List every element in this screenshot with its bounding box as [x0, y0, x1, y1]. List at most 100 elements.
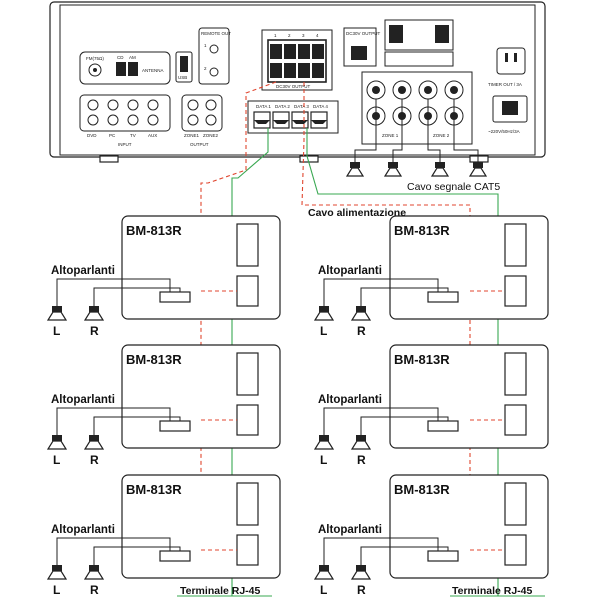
speaker-icon	[46, 306, 68, 321]
unit-port-top	[236, 223, 259, 267]
zone-speaker-icons	[345, 162, 488, 177]
power-plug-icon	[502, 101, 518, 115]
speaker-icon	[350, 306, 372, 321]
unit-port-bottom	[504, 534, 527, 566]
speaker-wire-left	[323, 407, 439, 435]
dc30v-output-panel	[343, 27, 377, 67]
usb-icon	[180, 56, 188, 72]
dc-channel-3: 3	[302, 33, 305, 38]
dc-output-connector	[351, 46, 367, 60]
output-jack-zone1: ZONE1	[184, 133, 200, 138]
input-jack-tv: TV	[130, 133, 136, 138]
fm-antenna-pin	[93, 68, 97, 72]
speaker-left-label: L	[53, 324, 60, 338]
speaker-left-label: L	[320, 324, 327, 338]
speaker-connector	[427, 550, 459, 562]
power-socket	[492, 95, 528, 123]
speaker-wire-right	[93, 287, 181, 306]
dc-terminal-screws	[270, 44, 324, 78]
fm-antenna-jack	[88, 63, 102, 77]
unit-port-bottom	[236, 534, 259, 566]
am-terminal	[128, 62, 138, 76]
speaker-connector	[159, 550, 191, 562]
speaker-wire-left	[56, 537, 171, 565]
am-label: AM	[129, 55, 136, 60]
speakers-label: Altoparlanti	[318, 394, 382, 406]
speaker-wire-left	[56, 407, 171, 435]
speaker-right-label: R	[357, 453, 366, 467]
remote-out-label: REMOTE OUT	[201, 31, 231, 36]
unit-port-top	[504, 482, 527, 526]
speakers-label: Altoparlanti	[51, 524, 115, 536]
speaker-icon	[430, 162, 450, 177]
data-label-1: DATA 1	[256, 104, 271, 109]
output-group-label: OUTPUT	[190, 142, 209, 147]
unit-port-top	[236, 482, 259, 526]
power-cable-label: Cavo alimentazione	[308, 207, 406, 219]
zone-terminal-panel	[361, 71, 473, 145]
speakers-label: Altoparlanti	[51, 265, 115, 277]
unit-port-top	[504, 352, 527, 396]
input-jacks	[87, 99, 159, 126]
speaker-icon	[83, 565, 105, 580]
input-jack-dvd: DVD	[87, 133, 97, 138]
data-port-panel	[247, 100, 339, 134]
speaker-connector	[159, 291, 191, 303]
speaker-left-label: L	[320, 453, 327, 467]
speaker-connector	[427, 291, 459, 303]
amplifier-inner-frame	[59, 4, 536, 156]
zone1-label: ZONE 1	[382, 133, 399, 138]
warning-icon-right	[435, 25, 449, 43]
speaker-icon	[345, 162, 365, 177]
input-jack-aux: AUX	[148, 133, 157, 138]
amplifier-foot-right	[469, 155, 489, 163]
dc30v-output-label: DC30V OUTPUT	[276, 84, 311, 89]
speaker-icon	[468, 162, 488, 177]
data-label-3: DATA 3	[294, 104, 309, 109]
speaker-wire-left	[323, 278, 439, 306]
warning-icon-left	[389, 25, 403, 43]
unit-port-bottom	[236, 275, 259, 307]
input-jack-panel	[79, 94, 171, 132]
speaker-left-label: L	[320, 583, 327, 597]
input-jack-pc: PC	[109, 133, 116, 138]
rj45-ports	[253, 111, 328, 129]
dc-output-label: DC30V OUTPUT	[346, 31, 381, 36]
unit-model-label: BM-813R	[394, 352, 450, 367]
speaker-right-label: R	[357, 583, 366, 597]
power-rating-label: ~220V/50Hz/3A	[488, 129, 520, 134]
unit-port-bottom	[504, 404, 527, 436]
speakers-label: Altoparlanti	[318, 265, 382, 277]
cat5-cable-label: Cavo segnale CAT5	[407, 181, 500, 193]
rj45-terminal-right-label: Terminale RJ-45	[452, 585, 532, 597]
speaker-icon	[83, 435, 105, 450]
antenna-panel	[79, 51, 171, 85]
antenna-label: ANTENNA	[142, 68, 164, 73]
speaker-right-label: R	[90, 324, 99, 338]
speaker-icon	[350, 565, 372, 580]
usb-label: USB	[178, 75, 187, 80]
amplifier-foot-left	[99, 155, 119, 163]
output-jacks	[187, 99, 217, 126]
speaker-connector	[427, 420, 459, 432]
unit-model-label: BM-813R	[394, 223, 450, 238]
dc-channel-4: 4	[316, 33, 319, 38]
speaker-icon	[313, 435, 335, 450]
speaker-icon	[83, 306, 105, 321]
unit-model-label: BM-813R	[126, 482, 182, 497]
cd-terminal	[116, 62, 126, 76]
speaker-icon	[46, 435, 68, 450]
unit-port-top	[504, 223, 527, 267]
output-jack-zone2: ZONE2	[203, 133, 219, 138]
speaker-connector	[159, 420, 191, 432]
remote-2-label: 2	[204, 66, 207, 71]
speaker-left-label: L	[53, 583, 60, 597]
speaker-icon	[383, 162, 403, 177]
unit-port-top	[236, 352, 259, 396]
